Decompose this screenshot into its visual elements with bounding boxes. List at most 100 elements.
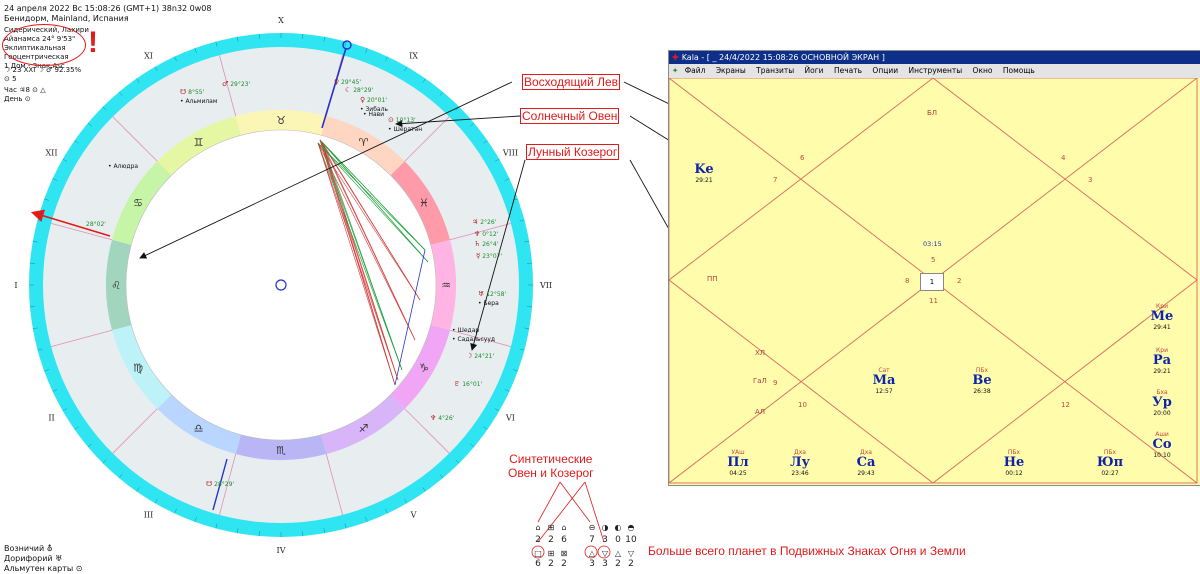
wheel-inner-circle (126, 130, 436, 440)
wheel-planet-label: ♆ 4°26' (430, 414, 454, 423)
svg-text:⊠: ⊠ (561, 549, 568, 558)
annotation-most-planets: Больше всего планет в Подвижных Знаках О… (648, 544, 966, 558)
menu-tools[interactable]: Инструменты (908, 66, 962, 75)
count-r1-1: 2 (532, 536, 544, 545)
kala-house-5: 5 (931, 256, 935, 264)
symbol-cardinal: ⌂ (535, 523, 540, 532)
wheel-planet-label: ☿ 23°07' (476, 252, 502, 261)
kala-label-gal: ГаЛ (753, 377, 767, 385)
sign-glyph: ♊ (194, 136, 204, 149)
kala-title: Kala - [ _ 24/4/2022 15:08:26 ОСНОВНОЙ Э… (682, 53, 885, 62)
svg-text:△: △ (615, 549, 622, 558)
svg-text:◑: ◑ (602, 523, 609, 532)
wheel-planet-label: ♂ 29°23' (222, 80, 250, 89)
kala-center-box[interactable]: 1 (920, 273, 944, 291)
wheel-planet-label: • Алюдра (108, 162, 138, 171)
svg-text:◐: ◐ (615, 523, 622, 532)
count-r2-4: 3 (586, 560, 598, 569)
svg-text:▽: ▽ (602, 549, 609, 558)
kala-house-4: 4 (1061, 154, 1065, 162)
kala-app-icon: ✚ (672, 53, 679, 62)
count-r1-4: 7 (586, 536, 598, 545)
menu-help[interactable]: Помощь (1003, 66, 1035, 75)
sign-glyph: ♋ (133, 197, 143, 210)
wheel-planet-label: ♄ 26°4' (474, 240, 498, 249)
wheel-planet-label: • Нави (363, 110, 384, 119)
kala-titlebar[interactable]: ✚Kala - [ _ 24/4/2022 15:08:26 ОСНОВНОЙ … (669, 51, 1200, 64)
kala-house-8: 8 (905, 277, 909, 285)
kala-label-al: АЛ (755, 408, 765, 416)
element-quality-table: ⌂ ⊞ ⌂ ⊖ ◑ ◐ ◓ □ ⊞ ⊠ △ ▽ △ ▽ (500, 470, 650, 570)
sign-glyph: ♌ (111, 279, 121, 292)
house-label: VII (539, 281, 552, 290)
count-r1-3: 6 (558, 536, 570, 545)
count-r2-7: 2 (625, 560, 637, 569)
kala-label-bl: БЛ (927, 109, 937, 117)
count-r1-6: 0 (612, 536, 624, 545)
house-label: V (410, 510, 417, 519)
wheel-planet-label: ☋ 8°55'• Альмилам (180, 88, 217, 106)
wheel-planet-label: • Садальсууд (452, 335, 495, 344)
svg-text:▽: ▽ (628, 549, 635, 558)
sign-glyph: ♑ (419, 362, 429, 375)
wheel-planet-label: ♆ 0°12' (474, 230, 498, 239)
house-label: IV (277, 546, 286, 555)
wheel-planet-label: ☾ 28°29' (345, 86, 373, 95)
count-r2-6: 2 (612, 560, 624, 569)
house-label: XII (45, 149, 57, 158)
house-label: II (48, 414, 54, 423)
menu-file[interactable]: Файл (685, 66, 706, 75)
synthetic-line1: Синтетические (508, 452, 594, 466)
house-label: XI (144, 52, 153, 61)
sign-glyph: ♐ (359, 422, 369, 435)
annotation-sun-aries: Солнечный Овен (520, 108, 619, 124)
svg-text:⌂: ⌂ (561, 523, 566, 532)
svg-text:⊞: ⊞ (548, 549, 555, 558)
menu-yogas[interactable]: Йоги (805, 66, 824, 75)
house-label: III (144, 510, 153, 519)
count-r2-2: 2 (545, 560, 557, 569)
menu-window[interactable]: Окно (973, 66, 993, 75)
wheel-planet-label: ♅ 12°58'• Бера (478, 290, 506, 308)
wheel-planet-label: • Шедар (452, 326, 479, 335)
svg-text:◓: ◓ (628, 523, 635, 532)
wheel-planet-label: 28°02' (86, 220, 106, 229)
kala-house-10: 10 (798, 401, 807, 409)
count-r1-5: 3 (599, 536, 611, 545)
wheel-planet-label: ⊙ 10°13'• Шератан (388, 116, 422, 134)
menu-print[interactable]: Печать (834, 66, 862, 75)
menu-options[interactable]: Опции (872, 66, 898, 75)
sign-glyph: ♏ (276, 444, 286, 457)
house-label: VI (505, 414, 515, 423)
kala-window: ✚Kala - [ _ 24/4/2022 15:08:26 ОСНОВНОЙ … (668, 50, 1200, 486)
house-label: I (14, 281, 17, 290)
sign-glyph: ♉ (276, 114, 286, 127)
wheel-planet-label: ☋ 28°29' (206, 480, 234, 489)
svg-text:⊞: ⊞ (548, 523, 555, 532)
kala-house-6: 6 (800, 154, 804, 162)
count-r2-3: 2 (558, 560, 570, 569)
menu-transits[interactable]: Транзиты (756, 66, 794, 75)
wheel-planet-label: ☽ 24°21' (466, 352, 494, 361)
count-r2-1: 6 (532, 560, 544, 569)
kala-menubar: ✦ Файл Экраны Транзиты Йоги Печать Опции… (669, 64, 1200, 78)
sign-glyph: ♈ (359, 136, 369, 149)
sign-glyph: ♒ (441, 279, 451, 292)
count-r1-2: 2 (545, 536, 557, 545)
menu-screens[interactable]: Экраны (716, 66, 746, 75)
count-r1-7: 10 (625, 536, 637, 545)
sign-glyph: ♓ (419, 197, 429, 210)
count-r2-5: 3 (599, 560, 611, 569)
